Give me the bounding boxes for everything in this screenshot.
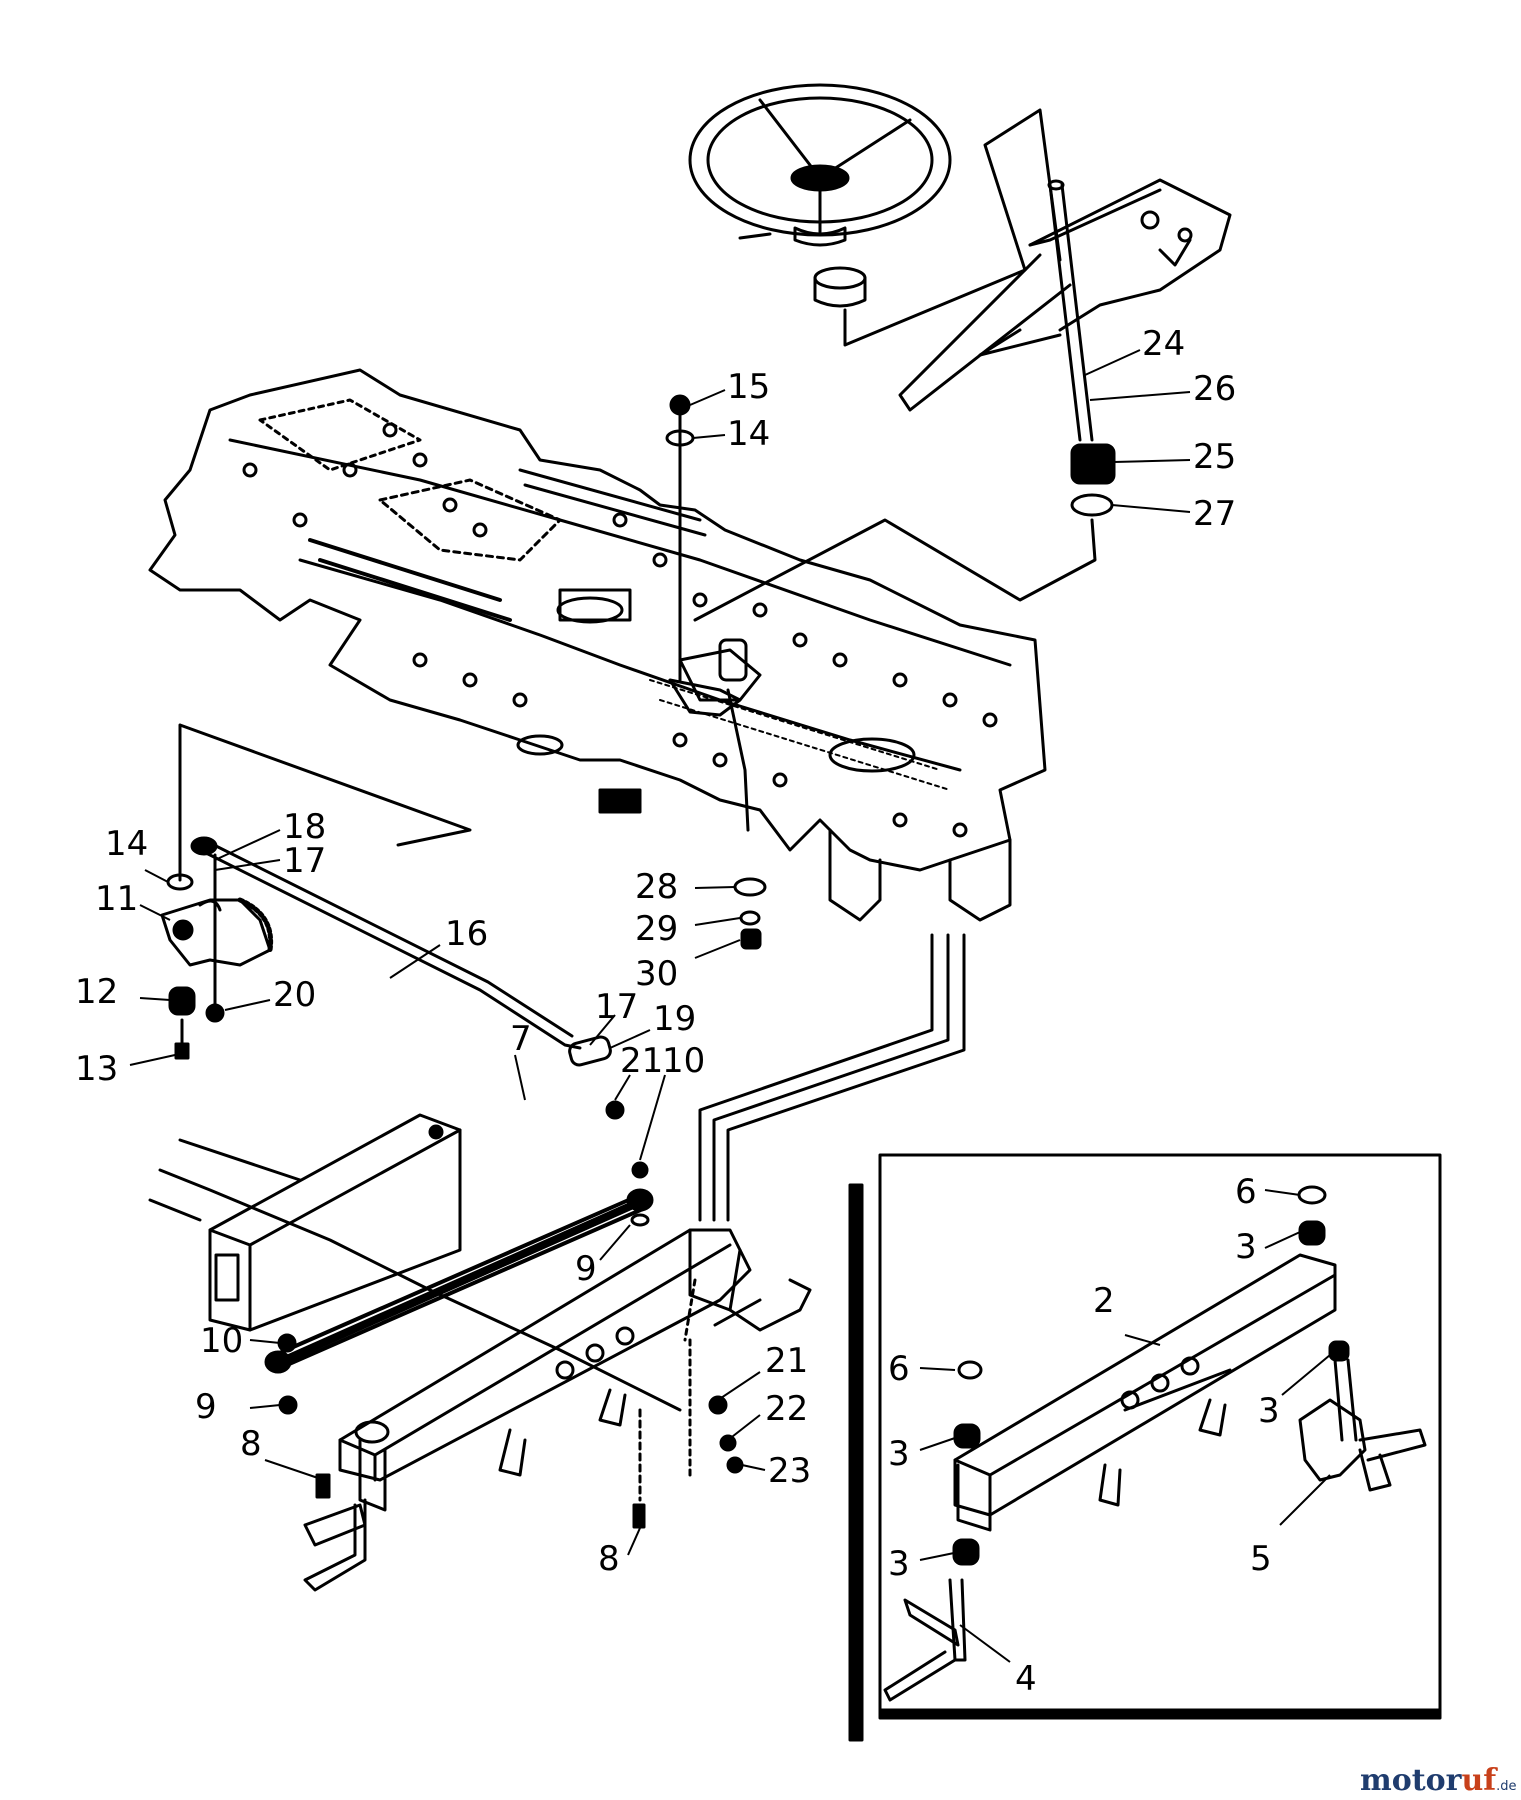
leader-axle-bracket [683,1278,697,1482]
callout-2: 2 [1093,1281,1115,1321]
callout-26: 26 [1193,369,1236,409]
callout-16: 16 [445,914,488,954]
leader-column-to-frame [693,518,1097,622]
nut-6-top [1297,1185,1327,1205]
front-frame-member [148,1113,682,1412]
steering-wheel [688,83,952,247]
inset-box [848,1153,1442,1742]
washer-9-lower [278,1395,298,1415]
callout-6-top: 6 [1235,1172,1257,1212]
bolt-8-center [632,1503,646,1529]
nut-21-lower [708,1395,728,1415]
leader-wheel-to-frame [843,108,1062,347]
vertical-link-rod [668,398,750,832]
nut-6-mid [957,1360,983,1380]
callout-13: 13 [75,1049,118,1089]
bushing-12 [168,986,196,1016]
callout-3-top: 3 [1235,1227,1257,1267]
callout-17-left: 17 [283,841,326,881]
nut-21-upper [605,1100,625,1120]
tractor-frame [148,368,1047,922]
callout-23: 23 [768,1451,811,1491]
tie-rod [264,1188,654,1374]
callout-10-lower: 10 [200,1321,243,1361]
bushing-3-top [1298,1220,1326,1246]
shaft-bearing [1070,443,1116,485]
callout-30: 30 [635,954,678,994]
leader-frame-to-sector [178,723,472,882]
callout-14-left: 14 [105,824,148,864]
callout-10-upper: 10 [662,1041,705,1081]
callout-6-mid: 6 [888,1349,910,1389]
callout-9-lower: 9 [195,1387,217,1427]
sector-gear [160,897,274,967]
callout-14-top: 14 [727,414,770,454]
callout-4: 4 [1015,1659,1037,1699]
callout-17-right: 17 [595,987,638,1027]
shaft-washer [1070,493,1114,517]
nut-15 [669,394,691,416]
callout-15: 15 [727,367,770,407]
callout-labels: 15 14 24 26 25 27 18 17 14 11 12 20 13 1… [75,324,1280,1699]
callout-28: 28 [635,867,678,907]
callout-29: 29 [635,909,678,949]
callout-3-left-lower: 3 [888,1544,910,1584]
nut-10-lower [277,1333,297,1353]
callout-9-upper: 9 [575,1249,597,1289]
callout-3-right: 3 [1258,1391,1280,1431]
axle-pivot-bar [698,933,966,1222]
callout-12: 12 [75,972,118,1012]
spindle-right-inset [1298,1358,1427,1492]
watermark-logo: motoruf.de [1360,1763,1517,1798]
callout-5: 5 [1250,1539,1272,1579]
front-axle-inset [953,1253,1337,1532]
callout-27: 27 [1193,494,1236,534]
front-axle-left [338,1228,752,1482]
callout-7: 7 [510,1019,532,1059]
steering-bushing [813,266,867,308]
callout-18: 18 [283,807,326,847]
bushing-3-left-lower [952,1538,980,1566]
nut-23 [726,1456,744,1474]
callout-leaders [129,349,1331,1663]
callout-24: 24 [1142,324,1185,364]
washer-22 [719,1434,737,1452]
washer-9-upper [630,1213,650,1227]
steering-shaft [1047,179,1094,442]
callout-22: 22 [765,1389,808,1429]
nut-20 [205,1003,225,1023]
nut-30 [740,928,762,950]
callout-21-lower: 21 [765,1341,808,1381]
bushing-3-right [1328,1340,1350,1362]
drag-link-rod [190,836,612,1067]
svg-text:motoruf.de: motoruf.de [1360,1763,1517,1798]
bushing-3-left-upper [953,1423,981,1449]
washer-29 [739,910,761,926]
bolt-13 [174,1018,190,1060]
callout-8-center: 8 [598,1539,620,1579]
callout-11: 11 [95,879,138,919]
spindle-right-small [713,1278,812,1332]
washer-28 [733,877,767,897]
callout-3-left-upper: 3 [888,1434,910,1474]
steering-column-bracket [898,178,1232,412]
bolt-8-left [315,1473,331,1499]
spindle-left-inset [883,1578,967,1702]
callout-21-upper: 21 [620,1041,663,1081]
callout-25: 25 [1193,437,1236,477]
spindle-left [303,1420,390,1592]
callout-8-left: 8 [240,1424,262,1464]
nut-10-upper [631,1161,649,1179]
callout-20: 20 [273,975,316,1015]
callout-19: 19 [653,999,696,1039]
